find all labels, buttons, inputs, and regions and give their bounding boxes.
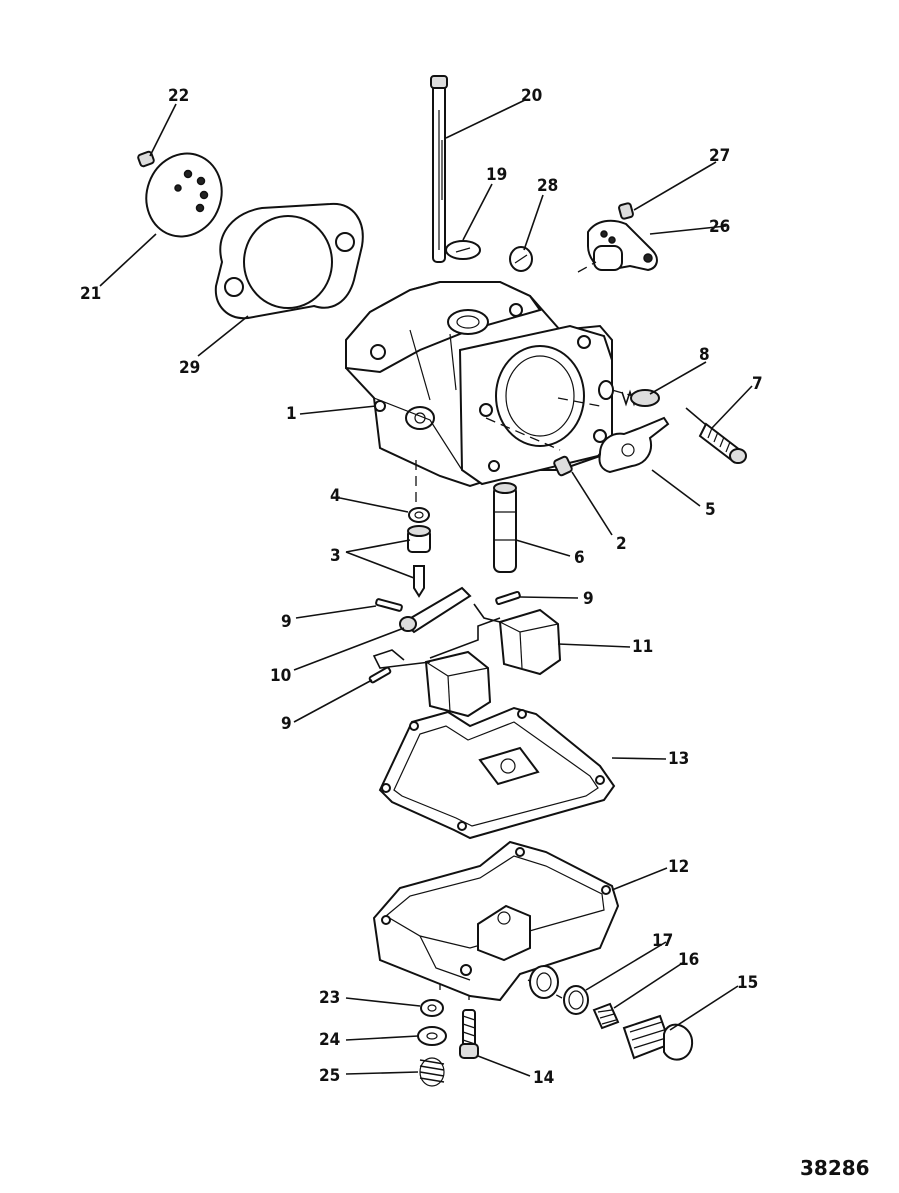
callout-19: 19: [486, 165, 507, 185]
part-4-washer: [408, 507, 430, 523]
callout-15: 15: [737, 973, 758, 993]
callout-27: 27: [709, 146, 730, 166]
callout-25: 25: [319, 1066, 340, 1086]
part-19-plug: [445, 240, 481, 260]
part-1-carburetor-body: [345, 281, 613, 488]
callout-9-upper-left: 9: [281, 612, 292, 632]
part-23-washer: [420, 999, 444, 1017]
callout-29: 29: [179, 358, 200, 378]
part-17-gasket-ring: [563, 985, 589, 1015]
callout-9-lower: 9: [281, 714, 292, 734]
part-2-jet: [553, 455, 573, 477]
part-6-shaft: [493, 482, 517, 573]
callout-1: 1: [286, 404, 297, 424]
part-8-spring: [598, 380, 660, 407]
callout-8: 8: [699, 345, 710, 365]
part-9-pin-upper-right: [495, 590, 521, 606]
callout-7: 7: [752, 374, 763, 394]
callout-14: 14: [533, 1068, 554, 1088]
part-10-float-lever: [399, 586, 472, 634]
part-9-pin-upper-left: [375, 598, 403, 612]
callout-22: 22: [168, 86, 189, 106]
callout-5: 5: [705, 500, 716, 520]
part-20-shaft: [430, 75, 448, 263]
callout-26: 26: [709, 217, 730, 237]
part-14-screw: [459, 1009, 479, 1059]
part-11-float: [372, 603, 562, 718]
callouts: 22 21 29 20 19 28 27 26 1 8 7 5 2 6 4 3 …: [80, 86, 763, 1088]
callout-28: 28: [537, 176, 558, 196]
part-29-gasket: [214, 202, 364, 320]
part-3-needle-seat: [407, 525, 431, 598]
figure-number: 38286: [800, 1156, 870, 1180]
callout-4: 4: [330, 486, 341, 506]
callout-24: 24: [319, 1030, 340, 1050]
callout-21: 21: [80, 284, 101, 304]
callout-13: 13: [668, 749, 689, 769]
part-15-plug: [622, 1014, 694, 1061]
part-24-washer: [417, 1026, 447, 1046]
part-12-float-bowl: [372, 840, 620, 1002]
part-27-screw: [618, 202, 634, 220]
callout-11: 11: [632, 637, 653, 657]
callout-9-upper-right: 9: [583, 589, 594, 609]
callout-16: 16: [678, 950, 699, 970]
callout-6: 6: [574, 548, 585, 568]
callout-2: 2: [616, 534, 627, 554]
part-28-plug: [509, 246, 533, 272]
part-16-jet: [592, 1002, 620, 1030]
leader-lines: [99, 99, 753, 1077]
part-5-lever: [598, 416, 670, 474]
callout-20: 20: [521, 86, 542, 106]
callout-17: 17: [652, 931, 673, 951]
part-25-spring: [419, 1057, 445, 1087]
callout-23: 23: [319, 988, 340, 1008]
part-13-gasket: [378, 706, 616, 840]
callout-3: 3: [330, 546, 341, 566]
callout-12: 12: [668, 857, 689, 877]
part-21-cover-plate: [145, 152, 223, 238]
part-7-needle: [685, 407, 747, 464]
callout-10: 10: [270, 666, 291, 686]
part-26-lever: [577, 219, 658, 273]
